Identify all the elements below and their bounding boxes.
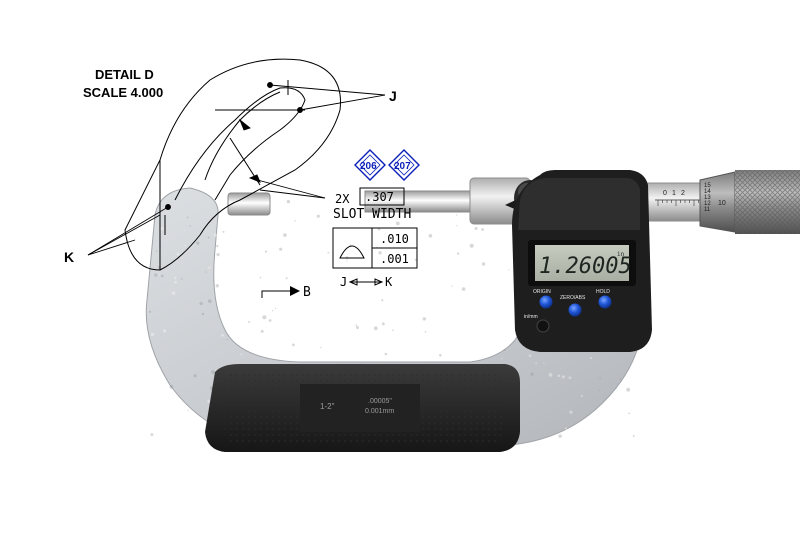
insulator-pad: 1-2" .00005" 0.001mm <box>205 364 520 452</box>
basic-dimension-value: .307 <box>365 190 394 204</box>
origin-button[interactable]: ORIGIN <box>533 289 553 309</box>
sleeve-number-0: 0 <box>663 190 667 197</box>
balloon-206-number: 206 <box>360 161 377 172</box>
tolerance-lower: .001 <box>380 252 409 266</box>
between-symbol: J K <box>340 275 393 289</box>
zero-abs-button[interactable]: ZERO/ABS <box>560 295 586 317</box>
thimble-number-14: 14 <box>704 189 711 195</box>
detail-scale: SCALE 4.000 <box>83 85 163 100</box>
basic-dimension-box: .307 <box>359 187 405 206</box>
in-mm-button[interactable]: in/mm <box>524 314 550 333</box>
sleeve-number-1: 1 <box>672 190 676 197</box>
datum-label-k: K <box>64 249 74 265</box>
sleeve-number-2: 2 <box>681 190 685 197</box>
view-arrow: B <box>261 285 311 300</box>
hold-button-label: HOLD <box>596 289 610 295</box>
balloon-207-number: 207 <box>394 161 411 172</box>
lcd-unit: in <box>617 251 625 258</box>
detail-title: DETAIL D <box>95 67 154 82</box>
hold-button[interactable]: HOLD <box>596 289 612 309</box>
balloon-207[interactable]: 207 <box>388 149 420 181</box>
feature-control-frame <box>332 227 418 269</box>
tolerance-upper: .010 <box>380 232 409 246</box>
anvil <box>227 192 271 216</box>
datum-label-j: J <box>389 88 397 104</box>
thimble-number-11: 11 <box>704 207 711 213</box>
balloon-206[interactable]: 206 <box>354 149 386 181</box>
thimble-number-10: 10 <box>718 200 726 207</box>
frame-range-text: 1-2" <box>320 402 335 411</box>
profile-of-surface-icon <box>339 245 365 259</box>
zero-abs-button-label: ZERO/ABS <box>560 295 586 301</box>
view-label: B <box>303 285 311 300</box>
between-to: K <box>385 275 393 289</box>
thimble-number-15: 15 <box>704 183 711 189</box>
thimble-number-12: 12 <box>704 201 711 207</box>
leader-lines <box>87 82 386 256</box>
in-mm-button-label: in/mm <box>524 314 538 320</box>
resolution-in-text: .00005" <box>368 398 392 405</box>
between-from: J <box>340 275 347 289</box>
lcd-screen <box>535 245 629 281</box>
lcd-reading: 1.26005 <box>539 254 632 279</box>
origin-button-label: ORIGIN <box>533 289 551 295</box>
quantity-2x: 2X <box>335 192 350 206</box>
thimble[interactable]: 15 14 13 12 11 10 <box>699 170 800 234</box>
display-housing: 1.26005 in <box>512 170 652 352</box>
slot-width-label: SLOT WIDTH <box>333 207 411 222</box>
thimble-number-13: 13 <box>704 195 711 201</box>
resolution-mm-text: 0.001mm <box>365 408 394 415</box>
